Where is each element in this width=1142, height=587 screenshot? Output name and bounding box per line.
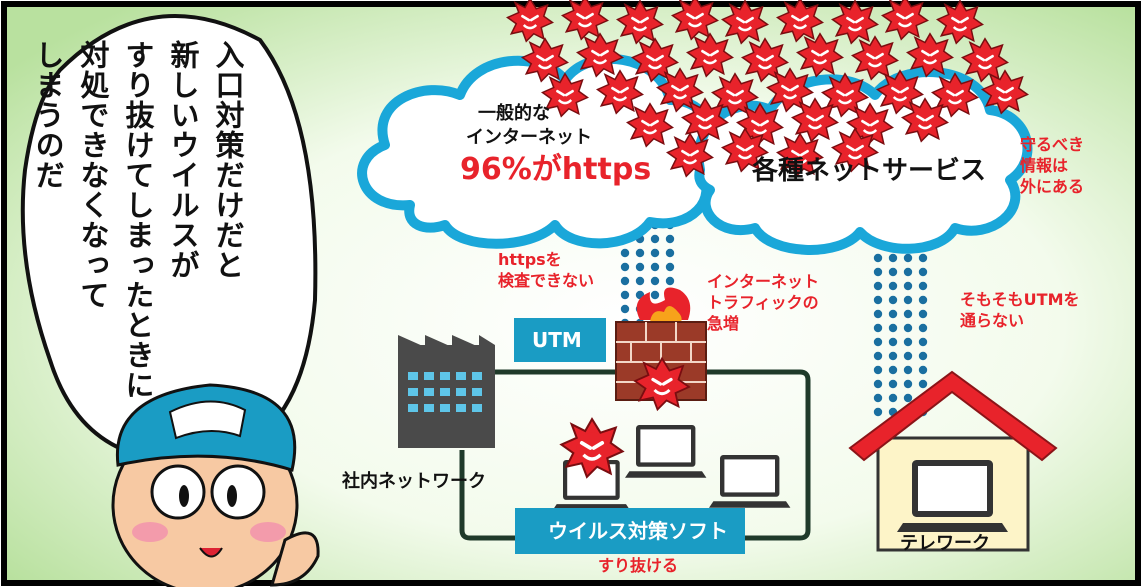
- network-line: [459, 369, 811, 541]
- cloud-services-title: 各種ネットサービス: [752, 156, 987, 186]
- speech-line-5: しまうのだ: [31, 40, 65, 190]
- cap-logo-text: DiS: [192, 412, 221, 430]
- house-icon: [848, 370, 1058, 552]
- cloud-internet-line2: インターネット: [466, 127, 592, 148]
- bypass-note: すり抜ける: [598, 556, 679, 575]
- antivirus-label: ウイルス対策ソフト: [548, 519, 728, 543]
- speech-line-1: 入口対策だけだと: [211, 40, 245, 280]
- utm-box: [514, 318, 606, 362]
- info-note: 守るべき 情報は 外にある: [1020, 135, 1085, 196]
- traffic-note: インターネット トラフィックの 急増: [707, 272, 820, 333]
- utm-label: UTM: [532, 328, 582, 352]
- speech-line-2: 新しいウイルスが: [166, 40, 200, 280]
- https-share-text: 96%がhttps: [460, 152, 652, 187]
- utm-note: そもそもUTMを 通らない: [960, 290, 1080, 330]
- firewall-icon: [615, 287, 707, 412]
- telework-label: テレワーク: [900, 533, 990, 554]
- speech-line-3: すり抜けてしまったときに: [121, 40, 155, 400]
- antivirus-box: [515, 508, 745, 554]
- speech-line-4: 対処できなくなって: [76, 40, 110, 310]
- character-icon: [111, 383, 320, 587]
- network-label: 社内ネットワーク: [342, 471, 486, 492]
- https-note: httpsを 検査できない: [498, 250, 595, 290]
- factory-icon: [398, 335, 495, 448]
- cloud-internet-line1: 一般的な: [478, 103, 550, 124]
